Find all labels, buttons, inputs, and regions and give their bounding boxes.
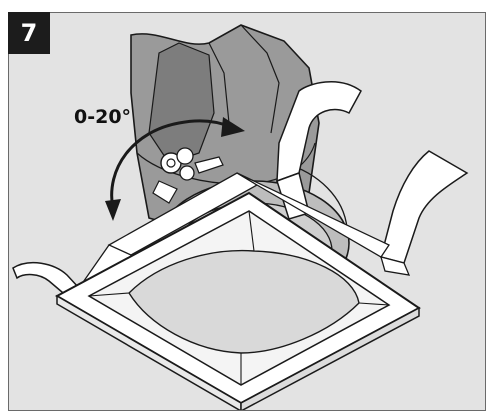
tilt-angle-label: 0-20° [74,106,132,128]
square-trim-frame [54,191,421,410]
trim-top-rim [107,172,390,258]
tilt-adjustment-screw [152,147,224,204]
downlight-installation-illustration [12,24,469,410]
illustration-panel [8,12,486,411]
rotation-arrow [105,117,245,221]
step-number-badge: 7 [8,12,50,54]
spring-clip-right [380,150,469,276]
